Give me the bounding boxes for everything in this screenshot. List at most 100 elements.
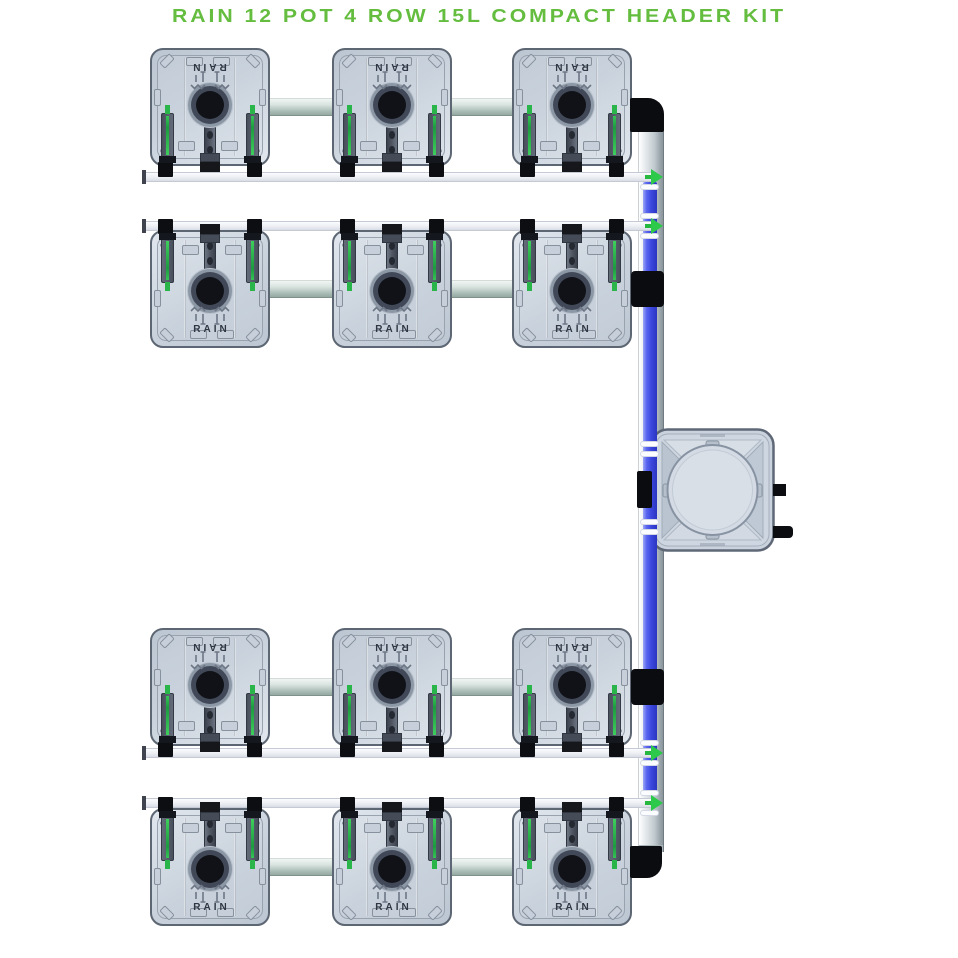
pot-rim-slot xyxy=(360,721,377,731)
tee-fitting xyxy=(631,669,664,705)
pot-foot xyxy=(158,219,173,234)
pot-panel-seam xyxy=(184,818,186,916)
page-title: RAIN 12 POT 4 ROW 15L COMPACT HEADER KIT xyxy=(171,6,787,26)
drain-manifold-pipe xyxy=(264,678,336,696)
pot-foot xyxy=(158,797,173,812)
tank-emboss-mark xyxy=(700,434,725,437)
pot-rim-slot xyxy=(364,245,381,255)
pipe-clip xyxy=(640,790,659,796)
pot-rim-slot xyxy=(583,721,600,731)
pot-brand-label: RAIN xyxy=(190,61,227,72)
pot: RAIN xyxy=(150,628,270,757)
pot-brand-label: RAIN xyxy=(372,641,409,652)
pot-panel-seam xyxy=(416,240,418,338)
pot-foot xyxy=(609,219,624,234)
pot-rim-slot xyxy=(441,89,448,106)
pot-hole xyxy=(558,277,586,305)
pot-clip-channel xyxy=(521,811,538,869)
elbow-fitting-top xyxy=(630,98,664,132)
drip-manifold-icon xyxy=(372,306,412,325)
pot-site-hole xyxy=(553,666,591,704)
pot-rim-slot xyxy=(259,868,266,885)
pot-brand-label: RAIN xyxy=(375,324,412,335)
pot-panel-seam xyxy=(234,818,236,916)
pot-rim-slot xyxy=(441,669,448,686)
drain-manifold-pipe xyxy=(444,678,516,696)
pot-site-hole xyxy=(191,272,229,310)
pot: RAIN xyxy=(512,797,632,926)
drip-manifold-icon xyxy=(552,306,592,325)
pot-site-hole xyxy=(373,666,411,704)
pipe-clip xyxy=(640,184,659,190)
pot-clip-channel xyxy=(159,233,176,291)
drip-manifold-icon xyxy=(190,306,230,325)
pot-rim-slot xyxy=(441,290,448,307)
pot-outlet-tab xyxy=(562,742,582,752)
drip-manifold-icon xyxy=(190,71,230,90)
pot-clip-channel xyxy=(161,693,174,742)
pot: RAIN xyxy=(332,797,452,926)
pot-brand-label: RAIN xyxy=(190,641,227,652)
pot-float-indicator xyxy=(200,812,220,856)
drip-manifold-icon xyxy=(552,71,592,90)
pipe-clip xyxy=(640,519,659,525)
pot: RAIN xyxy=(332,628,452,757)
drip-manifold-icon xyxy=(372,884,412,903)
pot-rim-slot xyxy=(190,330,207,339)
feed-connector-arrow xyxy=(651,169,663,185)
pot-rim-slot xyxy=(587,823,604,833)
pot-site-hole xyxy=(553,850,591,888)
feed-connector-arrow xyxy=(651,745,663,761)
drain-manifold-pipe xyxy=(264,98,336,116)
pot-foot xyxy=(520,797,535,812)
feed-connector-stem xyxy=(645,801,654,805)
pot-foot xyxy=(520,742,535,757)
pot-foot xyxy=(247,797,262,812)
pot-site-hole xyxy=(373,850,411,888)
pot-foot xyxy=(340,742,355,757)
pot-rim-slot xyxy=(336,669,343,686)
pot-rim-slot xyxy=(621,669,628,686)
pot-rim-slot xyxy=(621,89,628,106)
pot-rim-slot xyxy=(552,330,569,339)
pot-foot xyxy=(340,219,355,234)
tank-outlet-stub xyxy=(773,526,793,538)
pot-foot xyxy=(429,742,444,757)
pot-rim-slot xyxy=(579,330,596,339)
feed-connector xyxy=(645,218,663,234)
pot-rim-slot xyxy=(154,89,161,106)
pot: RAIN xyxy=(512,48,632,177)
pipe-clip xyxy=(640,451,659,457)
pot-rim-slot xyxy=(552,908,569,917)
pot-rim-slot xyxy=(178,721,195,731)
pot-outlet-tab xyxy=(200,162,220,172)
pot-clip-channel xyxy=(159,811,176,869)
header-tank xyxy=(650,428,775,552)
pot-rim-slot xyxy=(364,823,381,833)
pot-hole xyxy=(378,277,406,305)
pot-clip-channel xyxy=(161,113,174,162)
pot-outlet-tab xyxy=(382,742,402,752)
feed-connector-arrow xyxy=(651,218,663,234)
pot-rim-slot xyxy=(403,141,420,151)
feed-connector-stem xyxy=(645,224,654,228)
pot-clip-channel xyxy=(244,811,261,869)
pot-panel-seam xyxy=(366,240,368,338)
drip-manifold-icon xyxy=(552,884,592,903)
pot-clip-channel xyxy=(523,113,536,162)
pot-rim-slot xyxy=(225,823,242,833)
pot-rim-slot xyxy=(516,868,523,885)
pot-rim-slot xyxy=(540,721,557,731)
tee-fitting xyxy=(631,271,664,307)
pot-clip-channel xyxy=(343,113,356,162)
pot-rim-slot xyxy=(372,330,389,339)
pot-site-hole xyxy=(191,86,229,124)
pot-hole xyxy=(558,855,586,883)
pot-rim-slot xyxy=(516,669,523,686)
tank-emboss-mark xyxy=(700,543,725,546)
pot-outlet-tab xyxy=(562,802,582,812)
pot-outlet-tab xyxy=(382,224,402,234)
pot-rim-slot xyxy=(221,141,238,151)
pot-rim-slot xyxy=(259,290,266,307)
